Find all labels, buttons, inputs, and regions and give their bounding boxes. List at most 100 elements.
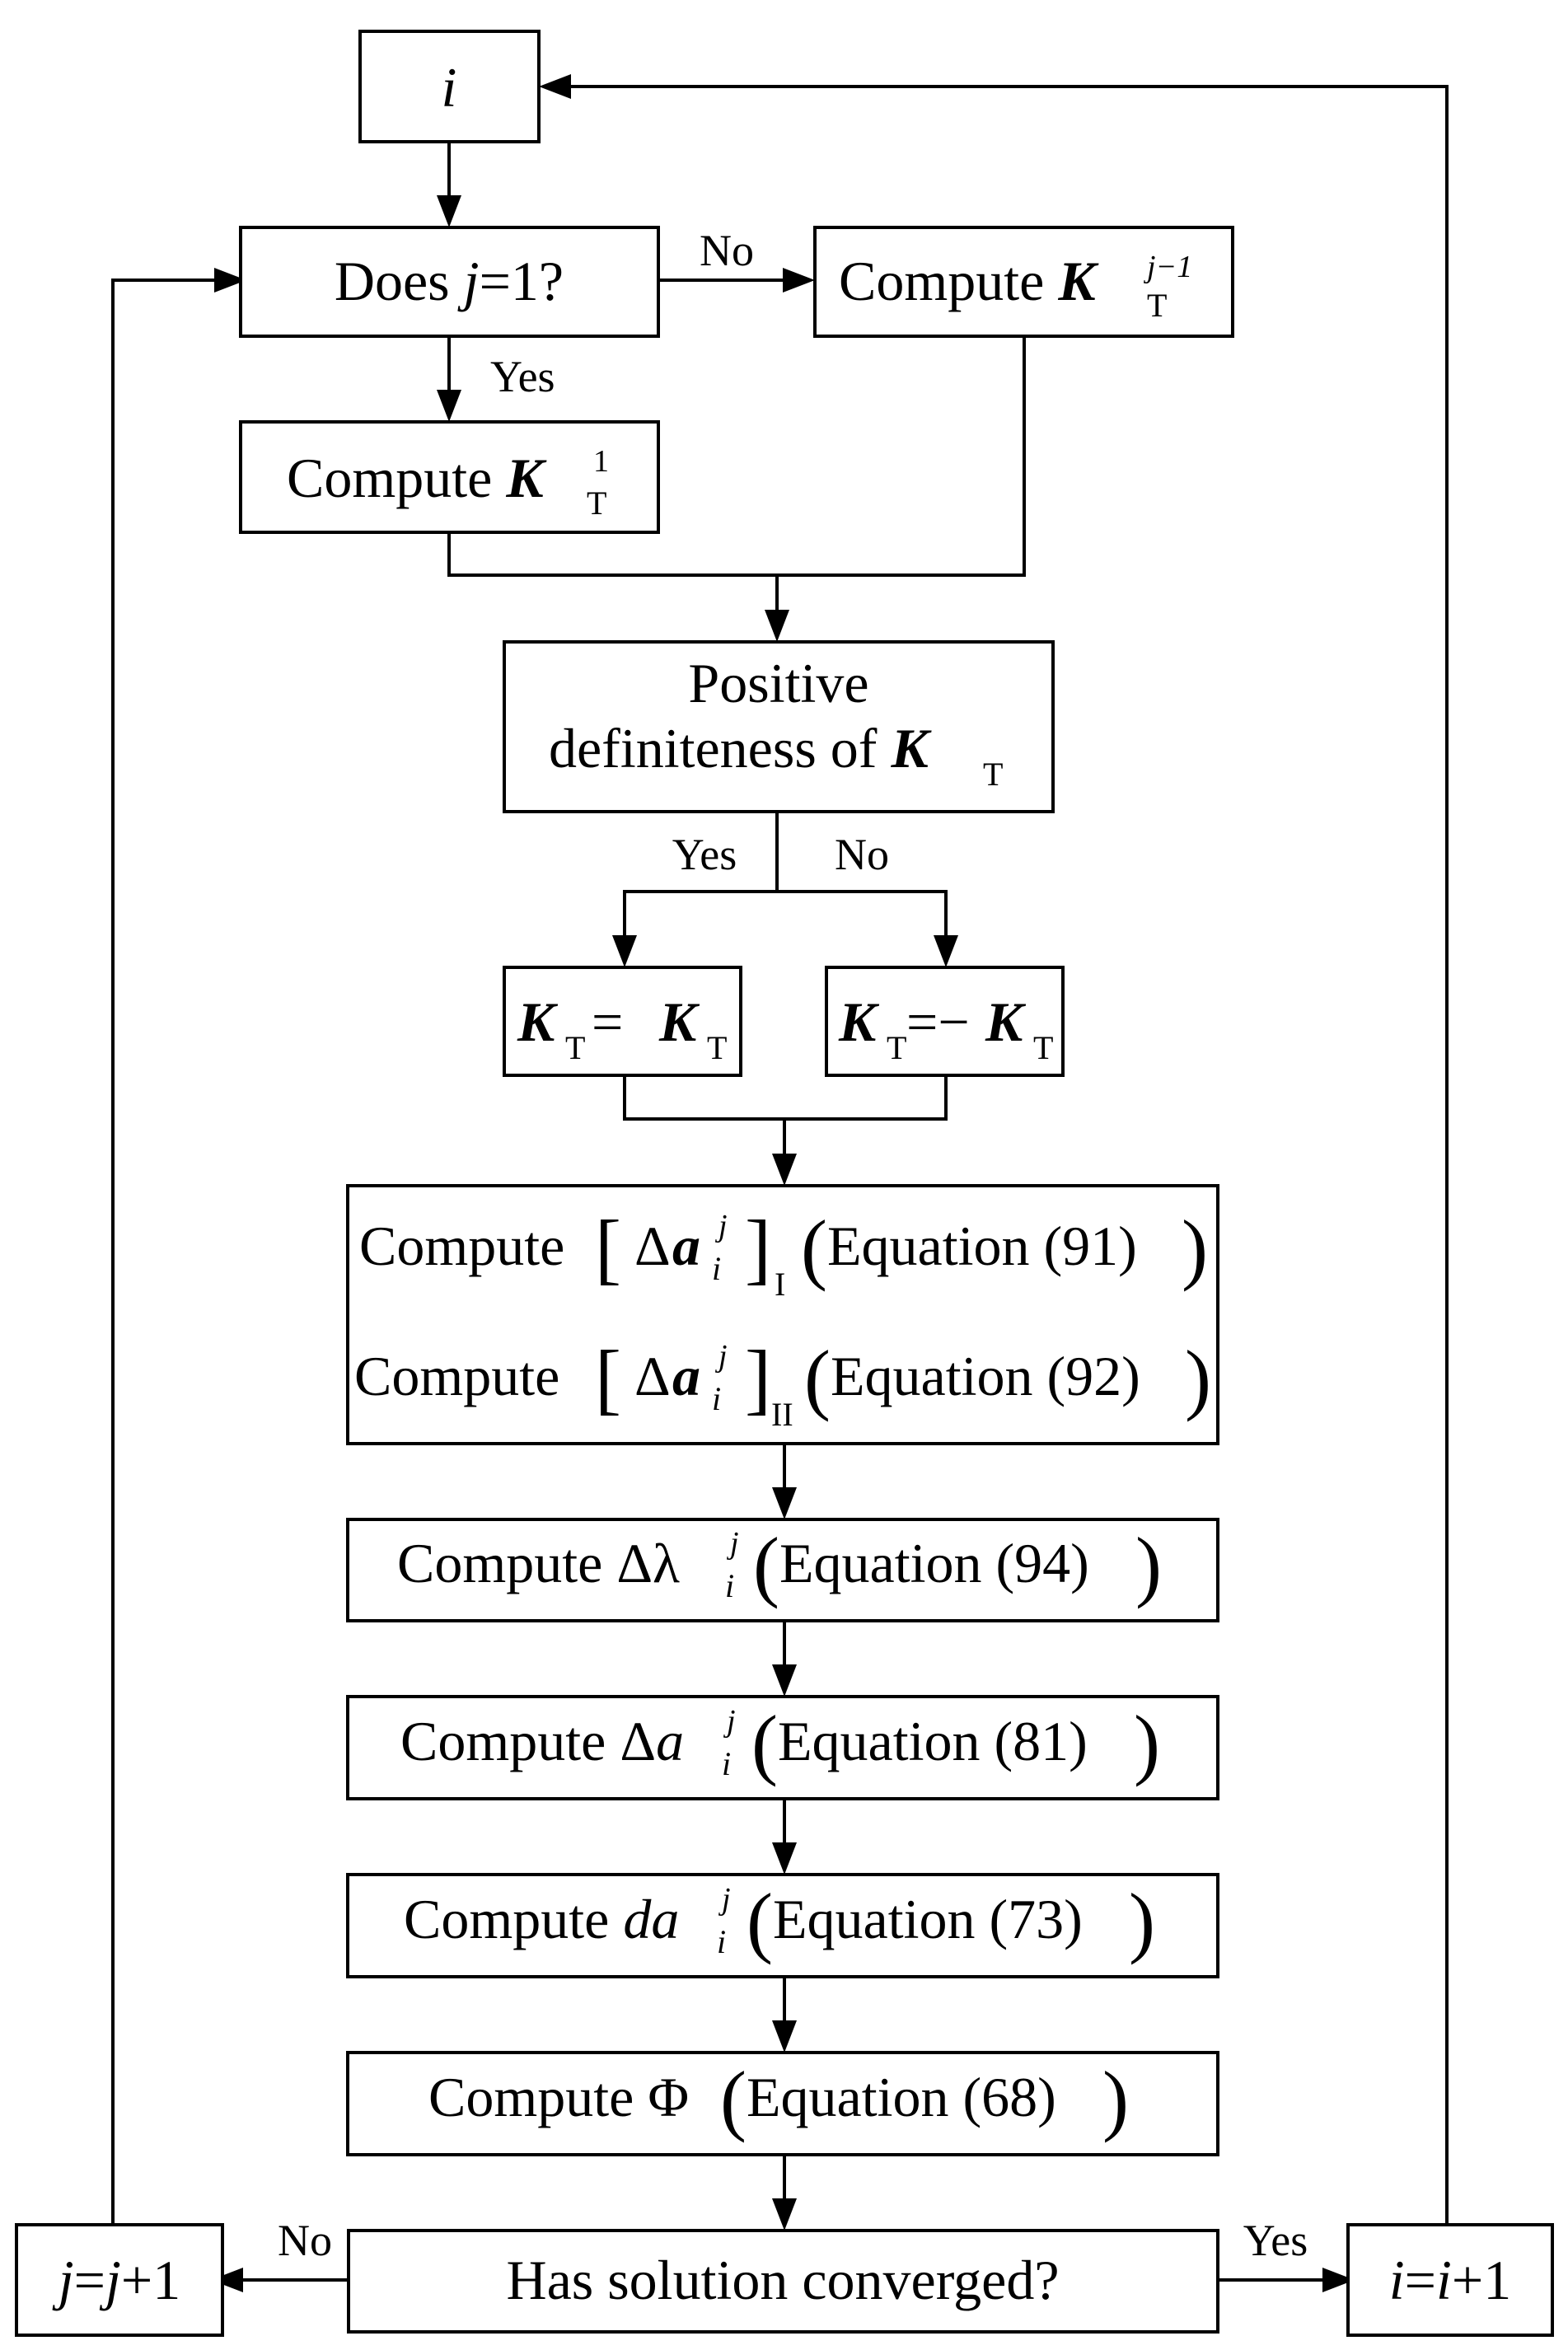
da-row2-delta: Δ (634, 1345, 671, 1407)
edge-i-loop-back (567, 85, 1449, 2225)
node-positive-definiteness (503, 640, 1055, 813)
arrowhead-right-decision-loop (214, 268, 246, 293)
kt-pos-K1: K (517, 990, 559, 1053)
edge-posdef-no (777, 890, 948, 939)
da-row1-a: a (672, 1215, 700, 1277)
node-compute-da (346, 1873, 1219, 1978)
kt-pos-K2: K (658, 990, 700, 1053)
phi-eq: Equation (68) (747, 2066, 1056, 2128)
node-has-solution-converged (347, 2229, 1219, 2334)
Da-pre: Compute Δa (400, 1710, 684, 1772)
i-increment-label: i=i+1 (1389, 2249, 1512, 2311)
arrowhead-down-posdef (765, 610, 789, 642)
da-pre: Compute da (404, 1888, 679, 1950)
arrowhead-down-kt1 (437, 390, 461, 422)
compute-phi-text: Compute Φ ( Equation (68) ) (428, 2055, 1129, 2143)
node-start-i (358, 30, 541, 143)
da-row2-rbracket: ] (745, 1334, 771, 1422)
compute-dlambda-text: Compute Δλ j i ( Equation (94) ) (397, 1521, 1162, 1609)
posdef-line1: Positive (688, 652, 868, 714)
kt-neg-sub2: T (1033, 1029, 1053, 1066)
node-kt-equals-minus-kt (825, 966, 1065, 1077)
compute-kt-1-sub: T (587, 485, 606, 522)
compute-kt-1-sup: 1 (593, 444, 609, 479)
arrowhead-down-converged (772, 2198, 797, 2231)
posdef-line2: definiteness of K (549, 717, 932, 779)
compute-da-row1: Compute [ Δ a j i ] I ( Equation (91) ) (359, 1204, 1208, 1303)
start-label: i (442, 56, 457, 119)
da-row1-eq: Equation (91) (827, 1215, 1137, 1277)
arrowhead-down-dlambda (772, 1487, 797, 1519)
Da-eq: Equation (81) (778, 1710, 1088, 1772)
arrowhead-down-da-pair (772, 1154, 797, 1186)
kt-pos-sub1: T (565, 1029, 585, 1066)
arrowhead-down-kt-neg (934, 935, 958, 967)
compute-kt-j-minus-1-label: Compute K (839, 250, 1099, 312)
node-i-increment (1346, 2223, 1554, 2337)
edge-kt1-to-merge (447, 532, 777, 577)
dlambda-eq: Equation (94) (779, 1532, 1089, 1594)
arrowhead-right-ktj (783, 268, 815, 293)
arrowhead-left-start-loop (539, 74, 571, 99)
edge-kt-pos-merge (623, 1075, 784, 1121)
da-row1-lparen: ( (801, 1204, 827, 1292)
phi-rparen: ) (1102, 2055, 1129, 2143)
da-row1-pre: Compute (359, 1215, 564, 1277)
da-row2-sub: i (712, 1380, 721, 1417)
da-row1-lbracket: [ (595, 1204, 621, 1292)
edge-label-posdef-no: No (835, 830, 889, 879)
converged-label: Has solution converged? (506, 2249, 1059, 2311)
compute-Da-text: Compute Δa j i ( Equation (81) ) (400, 1699, 1160, 1787)
compute-kt-1-label: Compute K (287, 447, 547, 509)
dlambda-rparen: ) (1135, 1521, 1162, 1609)
da-sub: i (717, 1923, 726, 1960)
node-compute-kt-j-minus-1 (813, 226, 1234, 338)
arrowhead-down-kt-pos (612, 935, 637, 967)
edge-label-converged-no: No (278, 2216, 332, 2265)
da-row1-delta: Δ (634, 1215, 671, 1277)
da-row1-sub: i (712, 1250, 721, 1287)
da-row2-idx: II (771, 1396, 793, 1433)
Da-sub: i (722, 1745, 731, 1782)
edge-ktj-to-merge (777, 336, 1026, 577)
kt-neg-K1: K (838, 990, 880, 1053)
connectors (111, 85, 1449, 2282)
da-row2-a: a (672, 1345, 700, 1407)
node-kt-equals-kt (503, 966, 742, 1077)
edge-kt-neg-merge (784, 1075, 948, 1121)
phi-lparen: ( (720, 2055, 747, 2143)
kt-pos-sub2: T (707, 1029, 727, 1066)
node-compute-Da (346, 1695, 1219, 1800)
kt-neg-sub1: T (887, 1029, 906, 1066)
edge-label-decision-no: No (700, 226, 754, 275)
decision-label: Does j=1? (335, 250, 564, 312)
dlambda-sub: i (725, 1567, 734, 1604)
posdef-sub: T (983, 756, 1003, 793)
da-row1-idx: I (775, 1266, 785, 1303)
node-compute-da-pair (346, 1184, 1219, 1445)
compute-kt-j-minus-1-sup: j−1 (1143, 250, 1192, 284)
da-row2-pre: Compute (354, 1345, 559, 1407)
edge-label-decision-yes: Yes (490, 352, 555, 401)
Da-lparen: ( (751, 1699, 778, 1787)
node-decision-j (239, 226, 660, 338)
da-rparen: ) (1129, 1877, 1155, 1965)
da-row2-rparen: ) (1185, 1334, 1211, 1422)
node-j-increment (15, 2223, 224, 2337)
da-row1-rbracket: ] (745, 1204, 771, 1292)
edge-label-posdef-yes: Yes (672, 830, 737, 879)
da-lparen: ( (747, 1877, 773, 1965)
da-eq: Equation (73) (773, 1888, 1083, 1950)
arrowhead-down-Da (772, 1664, 797, 1697)
j-increment-label: j=j+1 (52, 2249, 181, 2311)
node-compute-dlambda (346, 1518, 1219, 1622)
arrowhead-left-j-inc (211, 2268, 243, 2292)
kt-pos-op: = (592, 990, 623, 1053)
edge-label-converged-yes: Yes (1243, 2216, 1308, 2265)
node-compute-phi (346, 2051, 1219, 2156)
kt-neg-op: =− (906, 990, 970, 1053)
da-row1-rparen: ) (1182, 1204, 1208, 1292)
da-row2-eq: Equation (92) (831, 1345, 1140, 1407)
da-row2-lbracket: [ (595, 1334, 621, 1422)
kt-neg-K2: K (985, 990, 1027, 1053)
